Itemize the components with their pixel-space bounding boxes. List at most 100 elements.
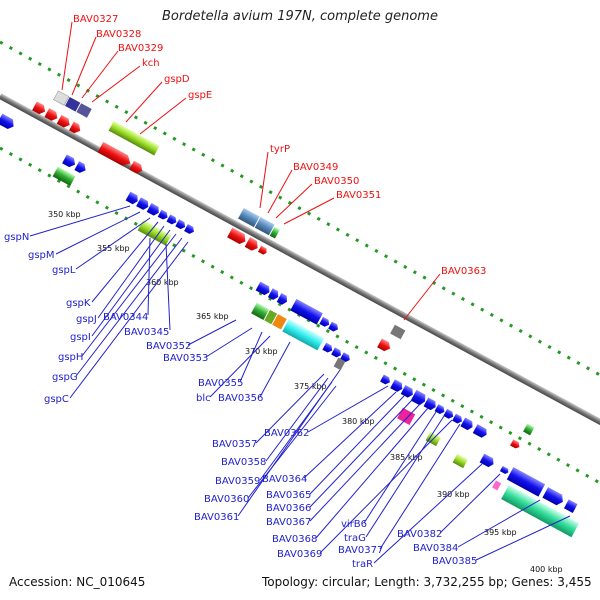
label-gspk: gspK xyxy=(66,298,91,309)
gene-bav0363 xyxy=(390,324,406,340)
gene-blue-2 xyxy=(74,161,86,173)
label-virb6: virB6 xyxy=(341,519,367,530)
label-bav0377: BAV0377 xyxy=(338,545,383,556)
gene-bav0363-group xyxy=(390,324,406,340)
gene-gspe-red xyxy=(97,141,131,166)
label-bav0382: BAV0382 xyxy=(397,529,442,540)
gene-bav0349 xyxy=(254,217,275,236)
label-bav0361: BAV0361 xyxy=(194,512,239,523)
gene-red-arrow-1 xyxy=(32,101,46,115)
kbp-tick-360: 360 kbp xyxy=(146,278,179,287)
label-bav0369: BAV0369 xyxy=(277,549,322,560)
label-bav0362: BAV0362 xyxy=(264,428,309,439)
gene-red-arrow-2 xyxy=(44,108,58,121)
kbp-tick-370: 370 kbp xyxy=(245,347,278,356)
label-bav0368: BAV0368 xyxy=(272,534,317,545)
kbp-tick-365: 365 kbp xyxy=(196,312,229,321)
labels-top: BAV0327 BAV0328 BAV0329 kch gspD gspE ty… xyxy=(73,14,486,277)
gene-bav0361 xyxy=(333,357,346,371)
gene-cluster-0327 xyxy=(53,90,92,118)
label-bav0359: BAV0359 xyxy=(215,476,260,487)
label-blc: blc xyxy=(196,393,211,404)
gene-lime-385b xyxy=(452,453,468,469)
gene-bav0382 xyxy=(506,467,546,497)
gene-cluster-370 xyxy=(251,302,350,363)
label-bav0357: BAV0357 xyxy=(212,439,257,450)
gene-green-right xyxy=(523,423,535,436)
gene-teal xyxy=(501,484,580,538)
kbp-tick-355: 355 kbp xyxy=(97,244,130,253)
gene-teal-395 xyxy=(501,484,580,538)
gene-orange xyxy=(272,314,287,330)
gene-gspd-gspe xyxy=(108,120,160,156)
gene-red-arrow-3 xyxy=(56,114,70,128)
gene-right-red xyxy=(510,439,520,449)
gene-red-block xyxy=(97,141,143,174)
label-bav0329: BAV0329 xyxy=(118,43,163,54)
gene-gspg-block xyxy=(137,219,172,246)
gene-bav0369 xyxy=(460,417,473,431)
gene-lime-b xyxy=(452,453,468,469)
label-bav0349: BAV0349 xyxy=(293,162,338,173)
gene-red-arrow-5 xyxy=(227,227,246,244)
gene-gsph xyxy=(184,223,194,234)
gene-pink xyxy=(492,480,502,491)
label-bav0384: BAV0384 xyxy=(413,543,458,554)
label-gspm: gspM xyxy=(28,250,55,261)
gene-bav0368 xyxy=(434,404,445,414)
gene-bav0352 xyxy=(255,281,270,296)
gene-cluster-lowleft xyxy=(62,154,86,173)
gene-gsp-cluster xyxy=(125,191,194,234)
label-bav0351: BAV0351 xyxy=(336,190,381,201)
gene-bav0367 xyxy=(423,397,436,411)
label-bav0365: BAV0365 xyxy=(266,490,311,501)
gene-right-green xyxy=(523,423,535,436)
leader-lines-top xyxy=(61,21,441,321)
label-bav0353: BAV0353 xyxy=(163,353,208,364)
gene-gspg xyxy=(137,219,172,246)
gene-green-370a xyxy=(251,302,270,320)
label-gspl: gspL xyxy=(52,265,76,276)
gene-gspm xyxy=(136,197,149,210)
gene-bav0328 xyxy=(64,97,81,112)
gene-bav0366 xyxy=(410,389,426,406)
gene-grey-375 xyxy=(333,357,346,371)
kbp-tick-375: 375 kbp xyxy=(294,382,327,391)
accession-label: Accession: NC_010645 xyxy=(9,575,146,589)
backbone-bar xyxy=(0,93,600,433)
label-gspc: gspC xyxy=(44,394,69,405)
label-gspj: gspJ xyxy=(76,314,97,325)
red-arrows-tyrp xyxy=(227,227,267,255)
gene-bav0359 xyxy=(339,352,350,363)
label-bav0328: BAV0328 xyxy=(96,29,141,40)
label-trar: traR xyxy=(352,559,373,570)
leader-lines-bottom xyxy=(29,205,571,564)
label-bav0327: BAV0327 xyxy=(73,14,118,25)
gene-bav0353 xyxy=(267,288,279,300)
label-gspg: gspG xyxy=(52,372,78,383)
label-bav0363: BAV0363 xyxy=(441,266,486,277)
gene-bav0354 xyxy=(276,293,288,305)
gene-bav0355 xyxy=(290,298,323,325)
gene-blc xyxy=(319,316,330,327)
gene-green-lowleft xyxy=(52,166,76,186)
label-bav0358: BAV0358 xyxy=(221,457,266,468)
label-gsph: gspH xyxy=(58,352,83,363)
gene-bav0357 xyxy=(322,342,333,353)
map-title: Bordetella avium 197N, complete genome xyxy=(162,9,438,24)
gene-cyan xyxy=(282,319,325,351)
label-bav0366: BAV0366 xyxy=(266,503,311,514)
kbp-tick-400: 400 kbp xyxy=(530,565,563,574)
gene-cluster-tyrp xyxy=(238,207,280,239)
label-gspn: gspN xyxy=(4,232,29,243)
label-gspi: gspI xyxy=(70,332,91,343)
label-gspe: gspE xyxy=(188,90,212,101)
gene-gspl xyxy=(146,203,159,216)
label-bav0355: BAV0355 xyxy=(198,378,243,389)
label-bav0367: BAV0367 xyxy=(266,517,311,528)
gene-red-arrow-6 xyxy=(244,237,258,251)
gene-gspd xyxy=(108,120,160,156)
gene-gspi xyxy=(175,219,186,230)
genome-stats: Topology: circular; Length: 3,732,255 bp… xyxy=(262,575,592,589)
gene-trar xyxy=(479,453,494,468)
